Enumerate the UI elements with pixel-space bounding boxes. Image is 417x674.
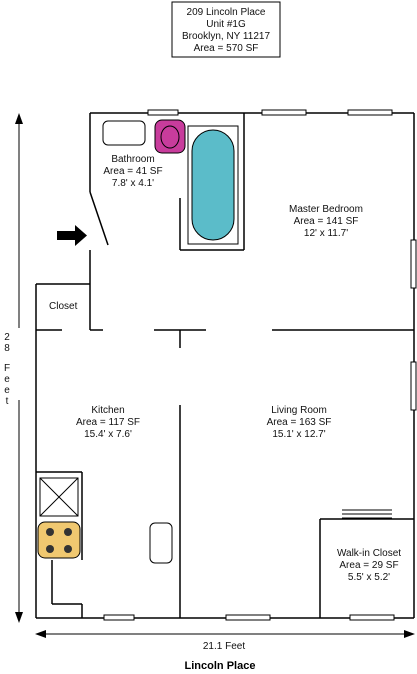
stove-icon xyxy=(37,521,81,559)
unit-line: Unit #1G xyxy=(206,19,246,30)
windows xyxy=(103,109,417,621)
bathroom-name: Bathroom xyxy=(111,154,154,165)
kitchen-sink-icon xyxy=(149,522,173,564)
sink-icon xyxy=(102,120,146,146)
entrance-arrow-icon xyxy=(57,225,87,246)
walkin-closet-name: Walk-in Closet xyxy=(337,548,401,559)
height-char: 2 xyxy=(4,332,10,343)
fridge-icon xyxy=(39,477,79,517)
kitchen-dims: 15.4' x 7.6' xyxy=(84,429,132,440)
height-dimension: 2 8 F e e t xyxy=(4,113,26,623)
height-char: F xyxy=(4,363,10,374)
walkin-closet-area: Area = 29 SF xyxy=(339,560,398,571)
room-labels: Bathroom Area = 41 SF 7.8' x 4.1' Master… xyxy=(49,154,401,583)
master-bedroom-area: Area = 141 SF xyxy=(294,216,359,227)
total-area-line: Area = 570 SF xyxy=(194,43,259,54)
master-bedroom-name: Master Bedroom xyxy=(289,204,363,215)
bathroom-dims: 7.8' x 4.1' xyxy=(112,178,154,189)
master-bedroom-dims: 12' x 11.7' xyxy=(304,228,348,239)
height-char: t xyxy=(6,396,9,407)
living-room-area: Area = 163 SF xyxy=(267,417,332,428)
width-label: 21.1 Feet xyxy=(203,641,245,652)
width-dimension: 21.1 Feet xyxy=(35,630,415,652)
walkin-closet-dims: 5.5' x 5.2' xyxy=(348,572,390,583)
address-line: 209 Lincoln Place xyxy=(187,7,266,18)
street-label: Lincoln Place xyxy=(185,660,256,672)
bathroom-area: Area = 41 SF xyxy=(103,166,162,177)
height-char: 8 xyxy=(4,343,10,354)
living-room-dims: 15.1' x 12.7' xyxy=(272,429,325,440)
info-box: 209 Lincoln Place Unit #1G Brooklyn, NY … xyxy=(171,1,281,58)
city-line: Brooklyn, NY 11217 xyxy=(182,31,270,42)
height-char: e xyxy=(4,374,10,385)
closet-name: Closet xyxy=(49,301,78,312)
kitchen-area: Area = 117 SF xyxy=(76,417,140,428)
kitchen-name: Kitchen xyxy=(91,405,124,416)
height-char: e xyxy=(4,385,10,396)
fixtures xyxy=(37,119,392,564)
living-room-name: Living Room xyxy=(271,405,327,416)
